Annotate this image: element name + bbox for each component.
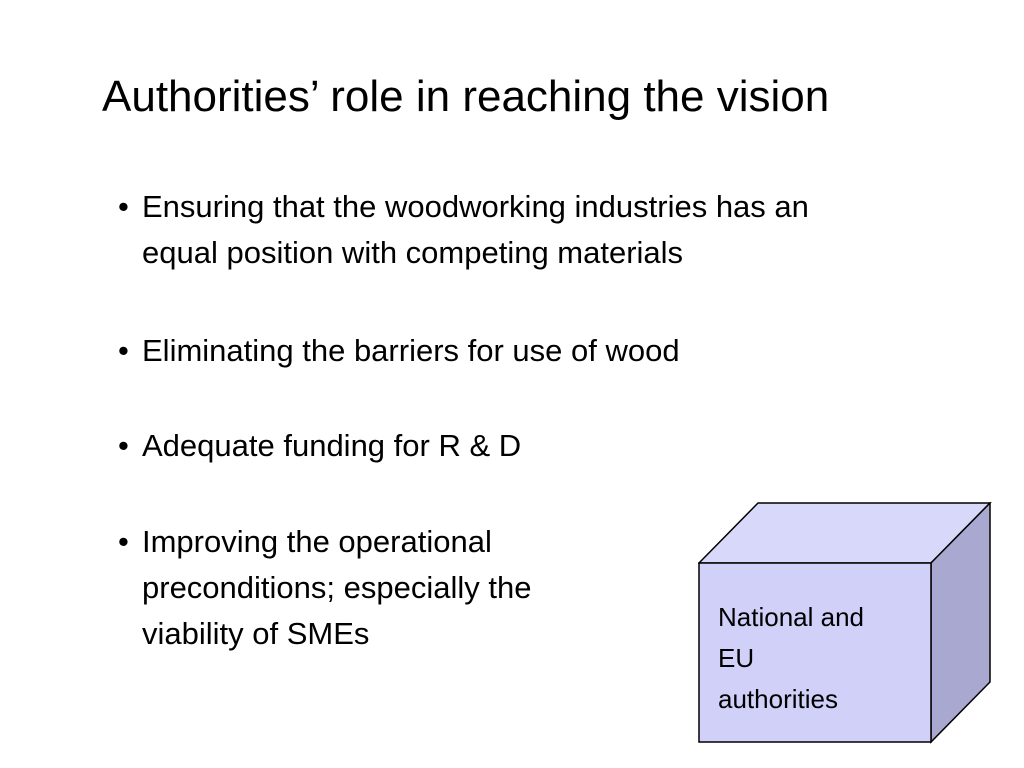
cube-label-line: EU: [718, 643, 755, 673]
bullet-text: equal position with competing materials: [142, 235, 684, 270]
bullet-glyph: •: [118, 524, 129, 559]
authorities-cube: National and EU authorities: [698, 502, 992, 744]
bullet-text: Ensuring that the woodworking industries…: [142, 189, 809, 224]
cube-label-line: National and: [718, 602, 864, 632]
cube-label-line: authorities: [718, 684, 838, 714]
bullet-item: • Eliminating the barriers for use of woo…: [118, 328, 680, 374]
cube-shape: [698, 502, 992, 744]
bullet-text: preconditions; especially the: [142, 570, 532, 605]
bullet-item: • Adequate funding for R & D: [118, 423, 521, 469]
bullet-text: viability of SMEs: [142, 616, 370, 651]
bullet-glyph: •: [118, 333, 129, 368]
cube-label: National and EU authorities: [718, 597, 864, 720]
bullet-text: Eliminating the barriers for use of wood: [142, 333, 680, 368]
bullet-glyph: •: [118, 428, 129, 463]
bullet-item: • Ensuring that the woodworking industrie…: [118, 184, 809, 276]
cube-front-face: [698, 562, 932, 743]
bullet-glyph: •: [118, 189, 129, 224]
bullet-text: Improving the operational: [142, 524, 492, 559]
bullet-text: Adequate funding for R & D: [142, 428, 522, 463]
slide-title: Authorities’ role in reaching the vision: [102, 72, 830, 121]
bullet-item: • Improving the operational preconditions…: [118, 519, 531, 657]
